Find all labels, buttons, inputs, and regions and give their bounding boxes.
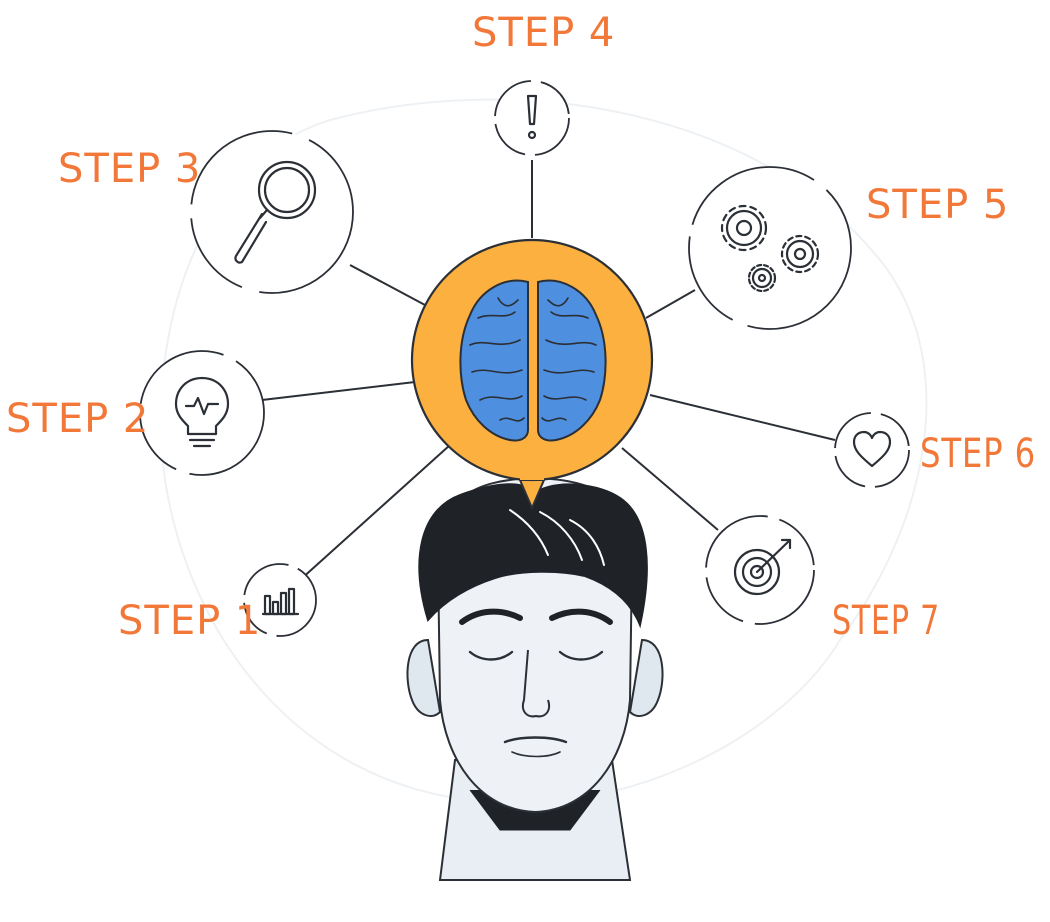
step-6-node — [834, 412, 910, 488]
connector-lines — [261, 160, 836, 581]
lightbulb-icon — [174, 376, 230, 448]
bar-chart-icon — [261, 587, 300, 616]
exclamation-icon — [526, 94, 538, 140]
step-1-node — [243, 563, 317, 637]
brain-bubble — [410, 238, 654, 511]
step-5-label: STEP 5 — [866, 182, 1009, 228]
step-4-label: STEP 4 — [472, 10, 615, 56]
head-illustration — [406, 476, 664, 881]
magnifier-icon — [234, 160, 317, 264]
step-7-label: STEP 7 — [832, 598, 940, 644]
step-7-node — [705, 515, 815, 625]
step-3-node — [190, 130, 354, 294]
brain-icon — [459, 279, 607, 442]
step-1-label: STEP 1 — [118, 598, 261, 644]
gears-icon — [720, 204, 820, 293]
step-4-node — [494, 80, 570, 156]
heart-icon — [852, 430, 892, 468]
target-icon — [733, 538, 792, 596]
step-6-label: STEP 6 — [920, 431, 1036, 477]
step-2-node — [139, 350, 265, 476]
step-2-label: STEP 2 — [6, 396, 149, 442]
step-5-node — [688, 166, 852, 330]
step-3-label: STEP 3 — [58, 146, 201, 192]
